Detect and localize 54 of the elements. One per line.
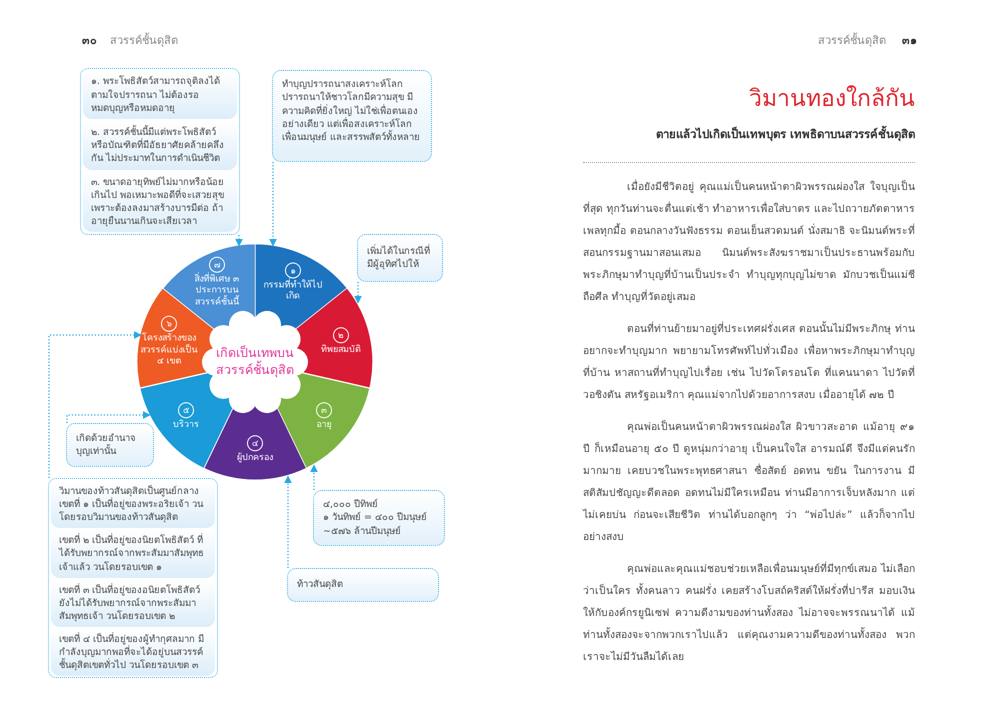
title: วิมานทองใกล้กัน	[749, 84, 915, 114]
callout-frame	[80, 68, 240, 235]
circled-number: ๑	[285, 262, 302, 278]
note-text: วิมานของท้าวสันดุสิตเป็นศูนย์กลาง เขตที่ ๑ เป็นที่อยู่ของพระอริยเจ้า วนโดยรอบวิมานของท้าวสันดุสิต	[59, 485, 204, 524]
note-text: เขตที่ ๒ เป็นที่อยู่ของนิยตโพธิสัตว์ ที่ได้รับพยากรณ์จากพระสัมมาสัมพุทธเจ้าแล้ว วนโดยรอบเขต ๑	[59, 534, 205, 574]
segment-label: กรรมที่ทำให้ไปเกิด	[263, 280, 324, 304]
circled-number: ๕	[178, 402, 194, 418]
callout-text: ๔,๐๐๐ ปีทิพย์	[323, 498, 380, 512]
callout-box	[272, 70, 432, 162]
note-text: ๑. พระโพธิสัตว์สามารถจุติลงได้ตามใจปรารถนา ไม่ต้องรอหมดบุญหรือหมดอายุ	[91, 75, 222, 115]
segment-label: ทิพยสมบัติ	[320, 346, 361, 358]
arrow	[48, 331, 142, 478]
callout-text: ~๕๗๖ ล้านปีมนุษย์	[323, 524, 402, 538]
note-text: ๓. ขนาดอายุทิพย์ไม่มากหรือน้อยเกินไป พอเหมาะพอดีที่จะเสวยสุข เพราะต้องลงมาสร้างบารมีต่อ ถ้าอายุยืนนานเกินจะเสียเวลา	[91, 176, 226, 228]
subtitle: ตายแล้วไปเกิดเป็นเทพบุตร เทพธิดาบนสวรรค์ชั้นดุสิต	[654, 124, 915, 144]
callout-box	[287, 568, 439, 602]
paragraph: ตอนที่ท่านย้ายมาอยู่ที่ประเทศฝรั่งเศส ตอนนั้นไม่มีพระภิกษุ ท่านอยากจะทำบุญมาก พยายามโทรศัพท์ไปทั่วเมือง เพื่อหาพระภิกษุมาทำบุญที่บ้าน หาสถานที่ทำบุญไปเรื่อย เช่น ไปวัดโตรอนโต ที่แคนนาดา ไปวัดที่วอชิงตัน สหรัฐอเมริกา คุณแม่จากไปด้วยอาการสงบ เมื่ออายุได้ ๗๒ ปี	[583, 320, 915, 403]
arrow	[354, 281, 362, 304]
circled-number: ๖	[161, 316, 178, 332]
callout-frame	[48, 478, 218, 678]
note-text: เขตที่ ๓ เป็นที่อยู่ของอนิยตโพธิสัตว์ ยังไม่ได้รับพยากรณ์จากพระสัมมาสัมพุทธเจ้า วนโดยรอบเขต ๒	[59, 584, 202, 623]
page-number: ๓๐	[82, 33, 97, 49]
segment-label: บริวาร	[173, 420, 200, 432]
note-text: เขตที่ ๔ เป็นที่อยู่ของผู้ทำกุศลมาก มีกำลังบุญมากพอที่จะได้อยู่บนสวรรค์ชั้นดุสิตเขตทั่วไป วนโดยรอบเขต ๓	[59, 632, 206, 672]
callout-text: เกิดด้วยอำนาจบุญเท่านั้น	[76, 432, 137, 458]
paragraph: คุณพ่อและคุณแม่ชอบช่วยเหลือเพื่อนมนุษย์ที่มีทุกข์เสมอ ไม่เลือกว่าเป็นใคร ทั้งคนลาว คนฝรั่ง เคยสร้างโบสถ์คริสต์ให้ฝรั่งที่ปารีส มอบเงินให้กับองค์กรยูนิเซฟ ความดีงามของท่านทั้งสอง ไม่อาจจะพรรณนาได้ แม้ท่านทั้งสองจะจากพวกเราไปแล้ว แต่คุณงามความดีของท่านทั้งสอง พวกเราจะไม่มีวันลืมได้เลย	[583, 560, 915, 665]
paragraph: คุณพ่อเป็นคนหน้าตาผิวพรรณผ่องใส ผิวขาวสะอาด แม้อายุ ๙๑ ปี ก็เหมือนอายุ ๕๐ ปี ดูหนุ่มกว่าอายุ เป็นคนใจใส อารมณ์ดี จึงมีแต่คนรักมากมาย เคยบวชในพระพุทธศาสนา ซื่อสัตย์ อดทน ขยัน ในการงาน มีสติสัมปชัญญะดีตลอด อดทนไม่มีใครเหมือน ท่านมีอาการเจ็บหลังมาก แต่ไม่เคยบ่น ก่อนจะเสียชีวิต ท่านได้บอกลูกๆ ว่า “พ่อไปล่ะ” แล้วก็จากไปอย่างสงบ	[583, 418, 915, 545]
segment-label: อายุ	[316, 420, 332, 432]
callout-text: ๑ วันทิพย์ = ๔๐๐ ปีมนุษย์	[323, 511, 428, 525]
circled-number: ๒	[332, 328, 349, 344]
note-card	[51, 530, 215, 578]
arrow	[235, 234, 243, 247]
center-title: เกิดเป็นเทพบนสวรรค์ชั้นดุสิต	[215, 345, 295, 379]
segment-label: สิ่งที่พิเศษ ๓ ประการบนสวรรค์ชั้นนี้	[193, 274, 240, 309]
arrow	[66, 411, 151, 423]
circled-number: ๗	[208, 256, 225, 272]
callout-box	[313, 490, 445, 546]
circled-number: ๓	[316, 402, 332, 418]
segment-label: ผู้ปกครอง	[236, 453, 273, 465]
note-text: ๒. สวรรค์ชั้นนี้มีแต่พระโพธิสัตว์หรือบัณฑิตที่มีอัธยาศัยคล้ายคลึงกัน ไม่ประมาทในการดำเนินชีวิต	[91, 126, 225, 166]
callout-text: ทำบุญปรารถนาสงเคราะห์โลก ปรารถนาให้ชาวโลกมีความสุข มีความคิดที่ยิ่งใหญ่ ไม่ใช่เพื่อตนเองอย่างเดียว แต่เพื่อสงเคราะห์โลก เพื่อนมนุษย์ และสรรพสัตว์ทั้งหลาย	[282, 78, 422, 144]
segment-label: โครงสร้างของสวรรค์แบ่งเป็น ๔ เขต	[140, 334, 199, 369]
callout-text: ท้าวสันดุสิต	[297, 578, 344, 592]
arrow	[284, 475, 292, 569]
running-head: สวรรค์ชั้นดุสิต	[110, 32, 178, 49]
running-head: สวรรค์ชั้นดุสิต	[818, 32, 886, 49]
callout-text: เพิ่มได้ในกรณีที่มีผู้อุทิศไปให้	[367, 244, 431, 272]
callout-box	[66, 423, 154, 467]
paragraph: เมื่อยังมีชีวิตอยู่ คุณแม่เป็นคนหน้าตาผิวพรรณผ่องใส ใจบุญเป็นที่สุด ทุกวันท่านจะตื่นแต่เช้า ทำอาหารเพื่อใส่บาตร และไปถวายภัตตาหารเพลทุกมื้อ ตอนกลางวันฟังธรรม ตอนเย็นสวดมนต์ นั่งสมาธิ จะนิมนต์พระที่สอนกรรมฐานมาสอนเสมอ นิมนต์พระสังฆราชมาเป็นประธานพร้อมกับพระภิกษุมาทำบุญที่บ้านเป็นประจำ ทำบุญทุกบุญไม่ขาด มักบวชเป็นแม่ชี ถือศีล ทำบุญที่วัดอยู่เสมอ	[583, 178, 915, 305]
circled-number: ๔	[246, 435, 263, 452]
arrow	[310, 464, 318, 491]
arrow	[269, 161, 277, 247]
callout-box	[357, 234, 443, 282]
page-number: ๓๑	[902, 33, 917, 49]
